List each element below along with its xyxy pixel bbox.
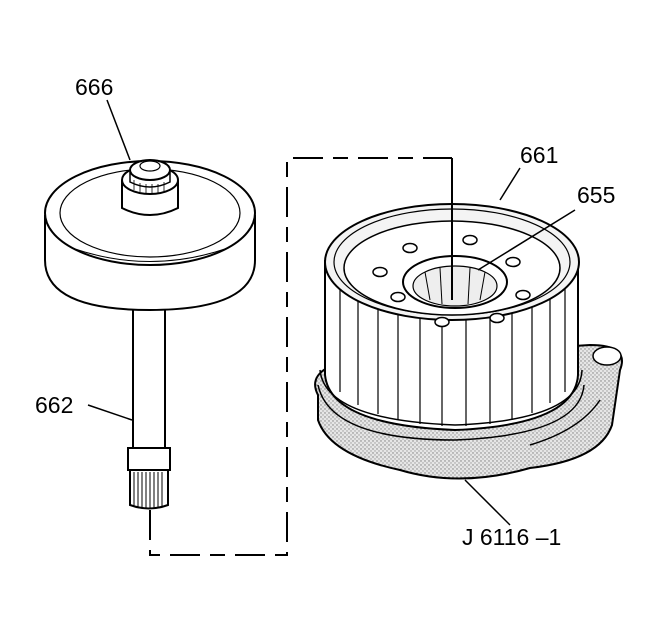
leader-662 xyxy=(87,404,133,421)
input-drum xyxy=(44,159,256,312)
callout-662: 662 xyxy=(35,392,73,418)
callout-666: 666 xyxy=(75,74,113,100)
assembly-path-line xyxy=(149,157,453,556)
callout-655: 655 xyxy=(577,182,615,208)
callout-661: 661 xyxy=(520,142,558,168)
leader-666 xyxy=(106,99,131,161)
leader-fixture xyxy=(464,479,511,526)
leader-655 xyxy=(477,209,576,271)
input-shaft-assembly xyxy=(44,159,256,510)
leader-661 xyxy=(499,167,521,201)
callout-j6116-1: J 6116 –1 xyxy=(462,524,561,550)
input-shaft xyxy=(127,300,171,510)
